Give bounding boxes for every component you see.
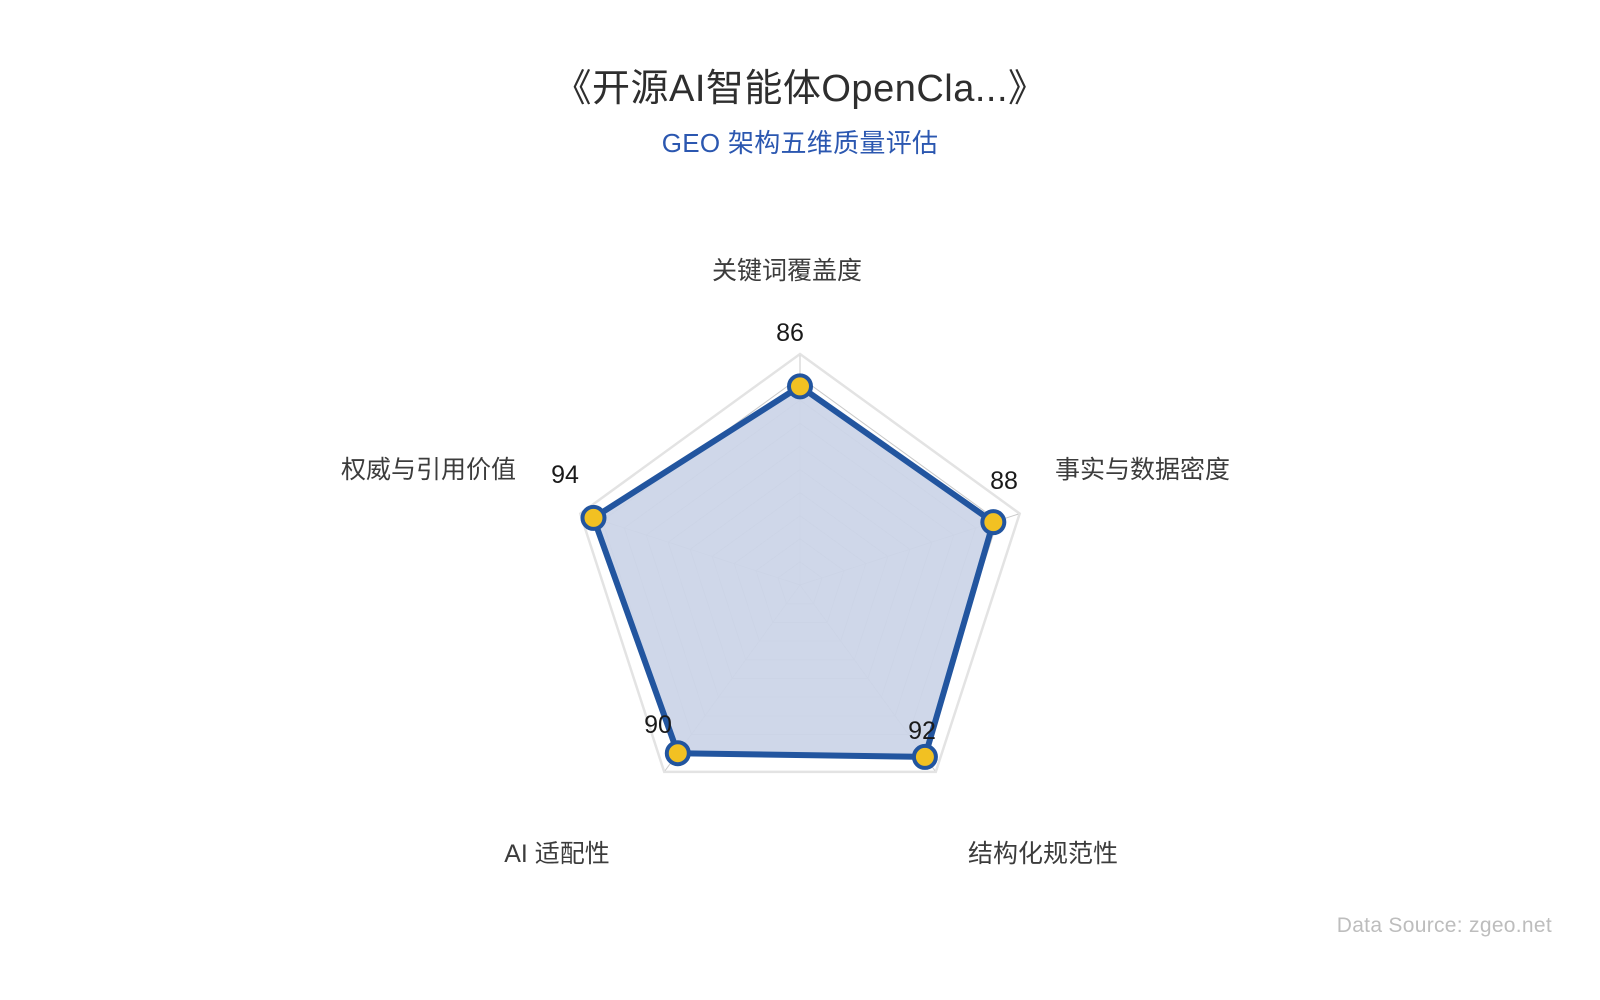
data-point-marker[interactable] bbox=[580, 504, 607, 531]
axis-label: AI 适配性 bbox=[504, 840, 610, 868]
axis-label: 事实与数据密度 bbox=[1055, 456, 1230, 484]
value-label: 88 bbox=[990, 467, 1018, 495]
axis-label: 关键词覆盖度 bbox=[712, 257, 862, 285]
axis-label: 权威与引用价值 bbox=[341, 456, 516, 484]
data-point-marker[interactable] bbox=[980, 509, 1007, 536]
outer-boundary-pentagon bbox=[578, 352, 1022, 774]
chart-header: 《开源AI智能体OpenCla...》 GEO 架构五维质量评估 bbox=[0, 66, 1600, 159]
radar-series-markers bbox=[580, 373, 1007, 770]
data-point-marker[interactable] bbox=[787, 373, 813, 400]
radar-value-labels: 86 88 92 90 94 bbox=[551, 319, 1018, 745]
data-point-marker[interactable] bbox=[911, 743, 938, 770]
value-label: 86 bbox=[776, 319, 804, 347]
series-polygon bbox=[590, 383, 997, 760]
chart-subtitle: GEO 架构五维质量评估 bbox=[661, 127, 939, 158]
value-label: 92 bbox=[908, 717, 936, 745]
value-label: 94 bbox=[551, 461, 579, 489]
value-label: 90 bbox=[644, 711, 672, 739]
radar-outer-boundary bbox=[578, 352, 1022, 774]
data-source-caption: Data Source: zgeo.net bbox=[1336, 914, 1552, 937]
axis-label: 结构化规范性 bbox=[968, 840, 1118, 868]
page-title: 《开源AI智能体OpenCla...》 bbox=[553, 68, 1047, 110]
data-point-marker[interactable] bbox=[664, 740, 691, 767]
radar-series-area bbox=[590, 383, 997, 760]
